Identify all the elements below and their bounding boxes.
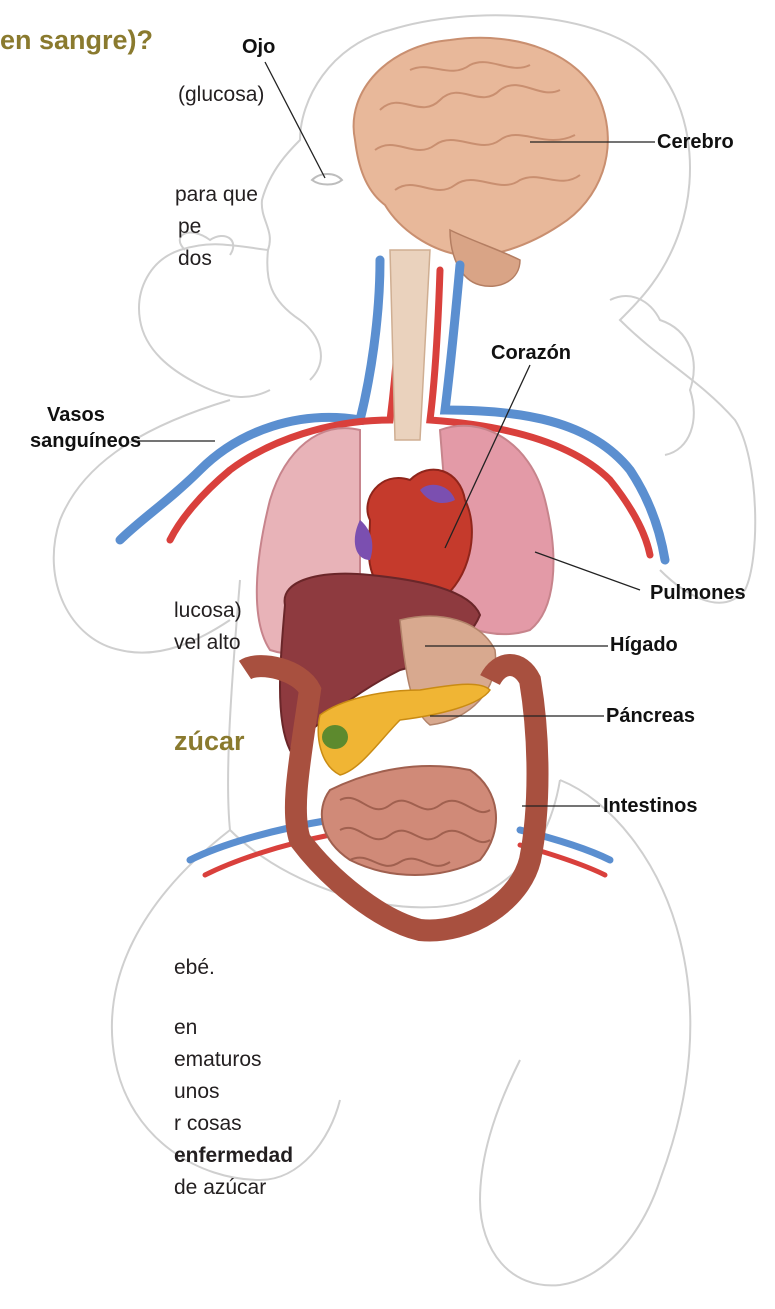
eye-drawing (312, 174, 342, 185)
body-line: lucosa) (174, 596, 242, 626)
body-line: r cosas (174, 1109, 242, 1139)
gallbladder-shape (322, 725, 348, 749)
body-line: pe (178, 212, 201, 242)
body-line: unos (174, 1077, 220, 1107)
section-heading-middle: zúcar (174, 728, 245, 755)
body-line: ematuros (174, 1045, 262, 1075)
label-vasos-line1: Vasos (47, 404, 105, 427)
body-line: de azúcar (174, 1173, 266, 1203)
label-ojo: Ojo (242, 36, 275, 59)
label-intestinos: Intestinos (603, 795, 697, 818)
body-line: dos (178, 244, 212, 274)
body-line: para que (175, 180, 258, 210)
body-line: ebé. (174, 953, 215, 983)
label-higado: Hígado (610, 634, 678, 657)
body-line: en (174, 1013, 197, 1043)
label-vasos-line2: sanguíneos (30, 430, 141, 453)
body-line-bold: enfermedad (174, 1141, 293, 1171)
brain-shape (354, 38, 608, 286)
label-pulmones: Pulmones (650, 582, 746, 605)
body-line: (glucosa) (178, 80, 264, 110)
trachea-shape (390, 250, 430, 440)
label-pancreas: Páncreas (606, 705, 695, 728)
label-corazon: Corazón (491, 342, 571, 365)
section-heading-top: en sangre)? (0, 27, 153, 54)
label-cerebro: Cerebro (657, 131, 734, 154)
body-line: vel alto (174, 628, 241, 658)
